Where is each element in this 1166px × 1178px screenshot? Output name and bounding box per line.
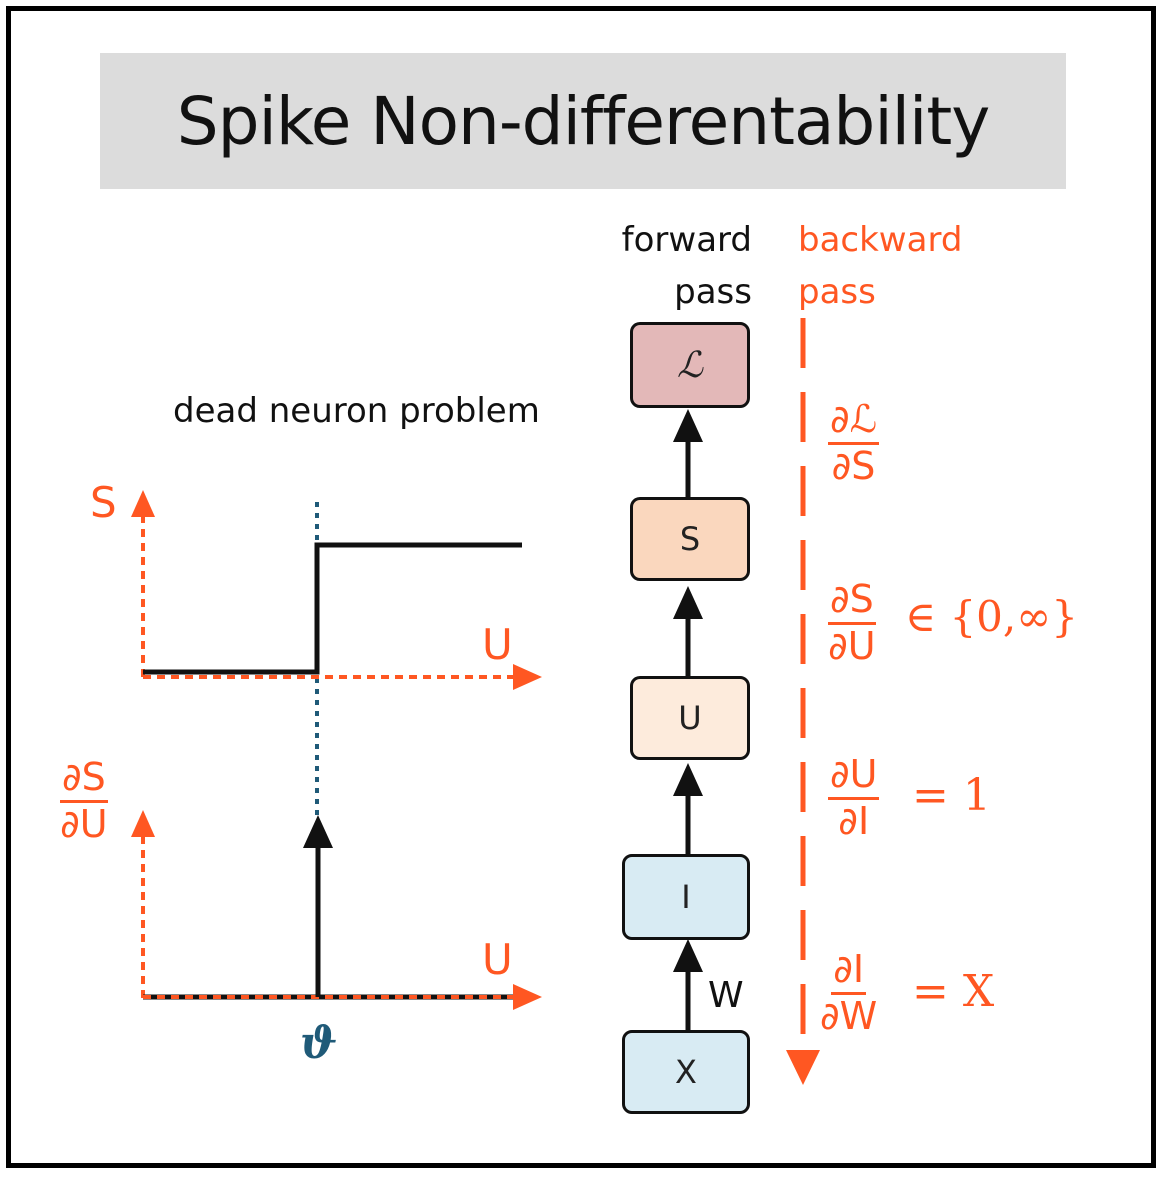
node-spike-label: S [679, 520, 701, 558]
node-input-label: X [675, 1053, 697, 1091]
arrow-i-to-u-head [673, 763, 703, 796]
top-x-arrowhead [513, 664, 542, 690]
figure-title: Spike Non-differentability [176, 82, 991, 160]
grad-dS-dU-den: ∂U [828, 623, 876, 668]
bottom-y-label-den: ∂U [60, 801, 108, 846]
grad-dU-dI-num: ∂U [828, 754, 880, 800]
node-membrane-label: U [678, 699, 702, 737]
grad-dL-dS-num: ∂ℒ [828, 399, 880, 445]
bottom-y-arrowhead [131, 810, 155, 837]
grad-dU-dI-rhs: = 1 [912, 770, 991, 821]
forward-pass-label-1: forward [621, 220, 752, 260]
grad-dI-dW: ∂I ∂W [820, 949, 878, 1038]
grad-dI-dW-num: ∂I [831, 949, 867, 995]
grad-dU-dI: ∂U ∂I [828, 754, 880, 843]
bottom-y-label-num: ∂S [60, 757, 108, 803]
backward-pass-label-1: backward [798, 220, 963, 260]
backward-pass-arrowhead [786, 1050, 820, 1085]
top-y-arrowhead [131, 490, 155, 517]
grad-dL-dS: ∂ℒ ∂S [828, 399, 880, 488]
node-membrane: U [630, 676, 750, 760]
grad-dI-dW-rhs: = X [912, 966, 995, 1017]
bottom-x-label: U [482, 935, 513, 984]
node-spike: S [630, 497, 750, 581]
backward-pass-label-2: pass [798, 272, 876, 312]
dead-neuron-label: dead neuron problem [173, 391, 540, 431]
grad-dI-dW-den: ∂W [820, 993, 878, 1038]
title-bar: Spike Non-differentability [100, 53, 1066, 189]
node-current-label: I [681, 878, 691, 916]
threshold-label: ϑ [300, 1018, 338, 1069]
node-loss: ℒ [630, 322, 750, 408]
grad-dL-dS-den: ∂S [831, 443, 876, 488]
top-y-label: S [90, 478, 117, 527]
dirac-arrowhead [303, 815, 333, 848]
step-function [143, 542, 522, 675]
arrow-u-to-s-head [673, 586, 703, 619]
grad-dU-dI-den: ∂I [838, 798, 870, 843]
bottom-x-arrowhead [513, 984, 542, 1010]
grad-dS-dU: ∂S ∂U [828, 579, 876, 668]
node-input: X [622, 1030, 750, 1114]
arrow-s-to-l-head [673, 409, 703, 442]
node-current: I [622, 854, 750, 940]
grad-dS-dU-rhs: ∈ {0,∞} [905, 592, 1078, 641]
top-x-label: U [482, 620, 513, 669]
forward-pass-label-2: pass [674, 272, 752, 312]
figure-frame [6, 6, 1156, 1168]
weight-label: W [708, 975, 744, 1016]
grad-dS-dU-num: ∂S [828, 579, 876, 625]
bottom-y-label: ∂S ∂U [60, 757, 108, 846]
node-loss-label: ℒ [677, 344, 703, 386]
arrow-x-to-i-head [673, 939, 703, 972]
